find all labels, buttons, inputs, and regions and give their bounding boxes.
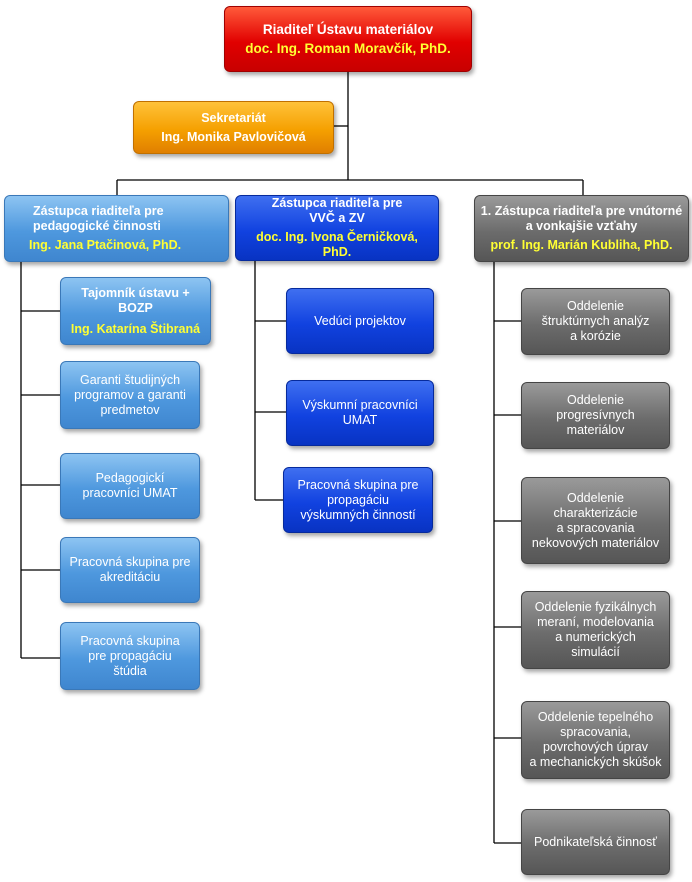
unit-progressive-materials: Oddelenie progresívnych materiálov — [521, 382, 670, 449]
secretariat-title: Sekretariát — [201, 110, 266, 125]
deputy-relations-box: 1. Zástupca riaditeľa pre vnútorné a von… — [474, 195, 689, 262]
unit-nonmetallic-materials: Oddelenie charakterizácie a spracovania … — [521, 477, 670, 564]
unit-project-leaders: Vedúci projektov — [286, 288, 434, 354]
deputy-pedagogic-name: Ing. Jana Ptačinová, PhD. — [29, 238, 182, 252]
deputy-relations-title-2: a vonkajšie vzťahy — [525, 219, 638, 233]
unit-study-promotion-group: Pracovná skupina pre propagáciu štúdia — [60, 622, 200, 690]
deputy-pedagogic-box: Zástupca riaditeľa pre pedagogické činno… — [4, 195, 229, 262]
unit-secretary-bozp: Tajomník ústavu + BOZP Ing. Katarína Šti… — [60, 277, 211, 345]
unit-research-staff: Výskumní pracovníci UMAT — [286, 380, 434, 446]
deputy-research-title-1: Zástupca riaditeľa pre — [271, 196, 403, 210]
director-box: Riaditeľ Ústavu materiálov doc. Ing. Rom… — [224, 6, 472, 72]
unit-accreditation-group: Pracovná skupina pre akreditáciu — [60, 537, 200, 603]
unit-program-guarantors: Garanti študijných programov a garanti p… — [60, 361, 200, 429]
deputy-pedagogic-title-2: pedagogické činnosti — [33, 219, 161, 233]
unit-pedagogic-staff: Pedagogickí pracovníci UMAT — [60, 453, 200, 519]
unit-structural-analysis: Oddelenie štruktúrnych analýz a korózie — [521, 288, 670, 355]
deputy-research-title-2: VVČ a ZV — [309, 211, 365, 225]
deputy-relations-title-1: 1. Zástupca riaditeľa pre vnútorné — [480, 204, 683, 218]
unit-research-promotion-group: Pracovná skupina pre propagáciu výskumný… — [283, 467, 433, 533]
deputy-relations-name: prof. Ing. Marián Kubliha, PhD. — [490, 238, 673, 252]
unit-heat-treatment: Oddelenie tepelného spracovania, povrcho… — [521, 701, 670, 779]
director-name: doc. Ing. Roman Moravčík, PhD. — [245, 41, 451, 56]
secretariat-box: Sekretariát Ing. Monika Pavlovičová — [133, 101, 334, 154]
deputy-pedagogic-title-1: Zástupca riaditeľa pre — [33, 204, 164, 218]
unit-business-activity: Podnikateľská činnosť — [521, 809, 670, 875]
deputy-research-name: doc. Ing. Ivona Černičková, PhD. — [256, 230, 418, 259]
unit-physical-measurements: Oddelenie fyzikálnych meraní, modelovani… — [521, 591, 670, 669]
deputy-research-box: Zástupca riaditeľa pre VVČ a ZV doc. Ing… — [235, 195, 439, 261]
secretariat-name: Ing. Monika Pavlovičová — [161, 129, 306, 144]
director-title: Riaditeľ Ústavu materiálov — [262, 22, 434, 37]
